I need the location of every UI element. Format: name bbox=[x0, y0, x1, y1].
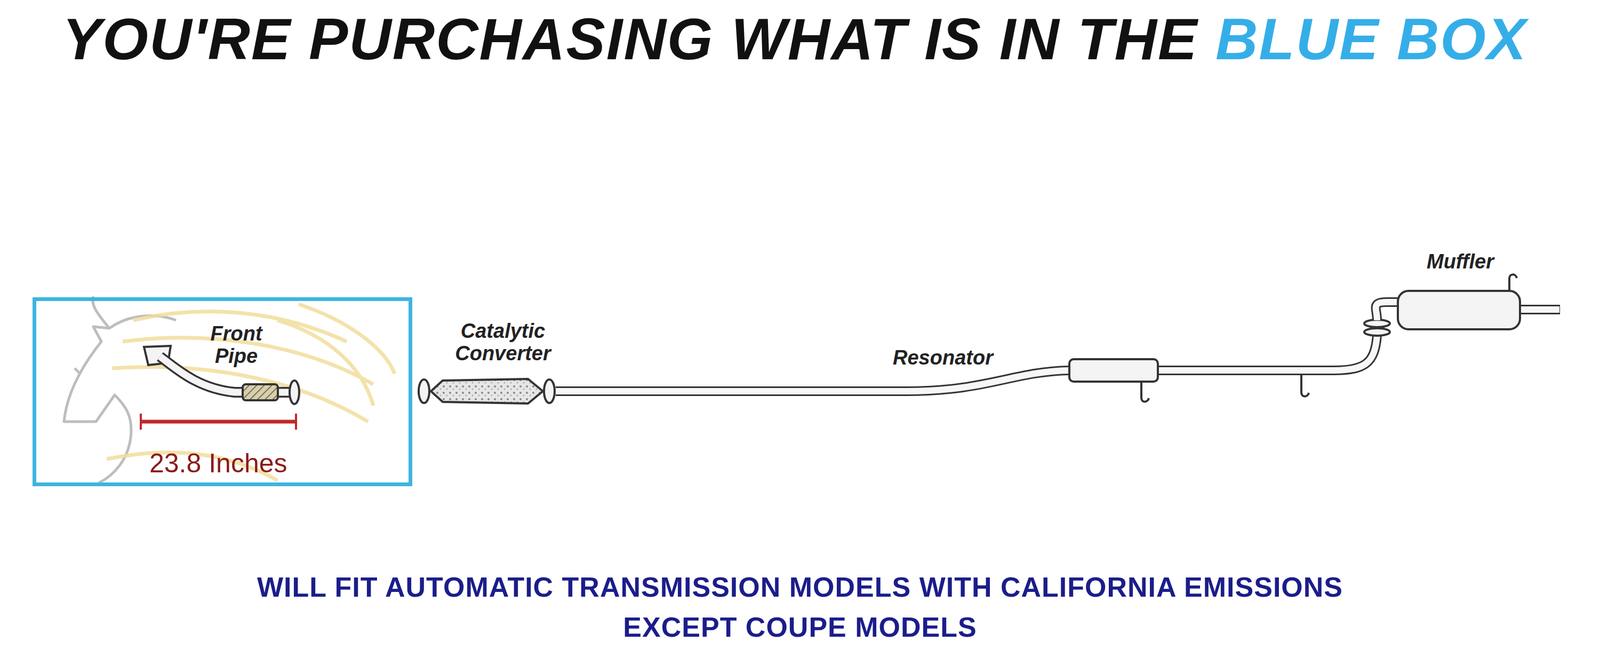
highlight-box: Front Pipe 23.8 Inches bbox=[32, 297, 413, 486]
muffler bbox=[1364, 274, 1560, 330]
dimension-label: 23.8 Inches bbox=[149, 447, 288, 479]
catalytic-converter bbox=[418, 378, 555, 404]
part-name: Resonator bbox=[892, 346, 994, 370]
page-title: YOU'RE PURCHASING WHAT IS IN THE BLUE BO… bbox=[62, 6, 1527, 71]
fitment-note: WILL FIT AUTOMATIC TRANSMISSION MODELS W… bbox=[200, 566, 1400, 648]
part-name: Front Pipe bbox=[201, 322, 271, 368]
part-name: Muffler bbox=[1426, 250, 1494, 274]
swoosh-watermark bbox=[106, 304, 395, 480]
part-name: Catalytic Converter bbox=[433, 320, 573, 365]
resonator-pipe bbox=[555, 328, 1390, 402]
